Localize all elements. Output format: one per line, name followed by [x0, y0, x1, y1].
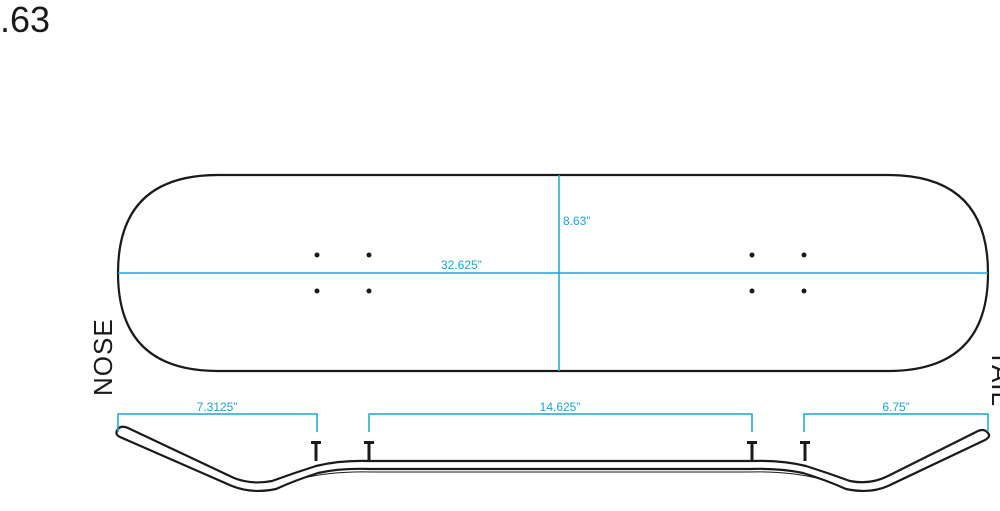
mount-hole [801, 288, 807, 294]
nose-dimension-bracket [117, 413, 318, 432]
front-truck-holes [314, 252, 372, 294]
bolt-icon [800, 441, 810, 461]
bolt-icon [311, 441, 321, 461]
mount-hole [366, 288, 372, 294]
deck-width-title: .63 [0, 0, 51, 40]
deck-top-outline [116, 173, 990, 373]
deck-side-profile [115, 425, 991, 493]
length-dimension-label: 32.625” [441, 258, 482, 272]
tail-dimension-bracket [803, 413, 989, 432]
mount-hole [749, 252, 755, 258]
mount-hole [366, 252, 372, 258]
bolt-icon [364, 441, 374, 461]
mount-hole [314, 288, 320, 294]
wheelbase-dimension-label: 14.625” [540, 400, 581, 414]
bolt-icons [311, 441, 810, 461]
bolt-icon [747, 441, 757, 461]
tail-label: TAIL [986, 350, 1000, 407]
rear-truck-holes [749, 252, 807, 294]
mount-hole [314, 252, 320, 258]
deck-side-inner-line [299, 471, 821, 480]
nose-dimension-label: 7.3125” [197, 400, 238, 414]
tail-dimension-label: 6.75” [882, 400, 909, 414]
width-dimension-label: 8.63” [563, 214, 590, 228]
wheelbase-dimension-bracket [368, 413, 753, 432]
mount-hole [749, 288, 755, 294]
mount-hole [801, 252, 807, 258]
nose-label: NOSE [88, 318, 118, 396]
